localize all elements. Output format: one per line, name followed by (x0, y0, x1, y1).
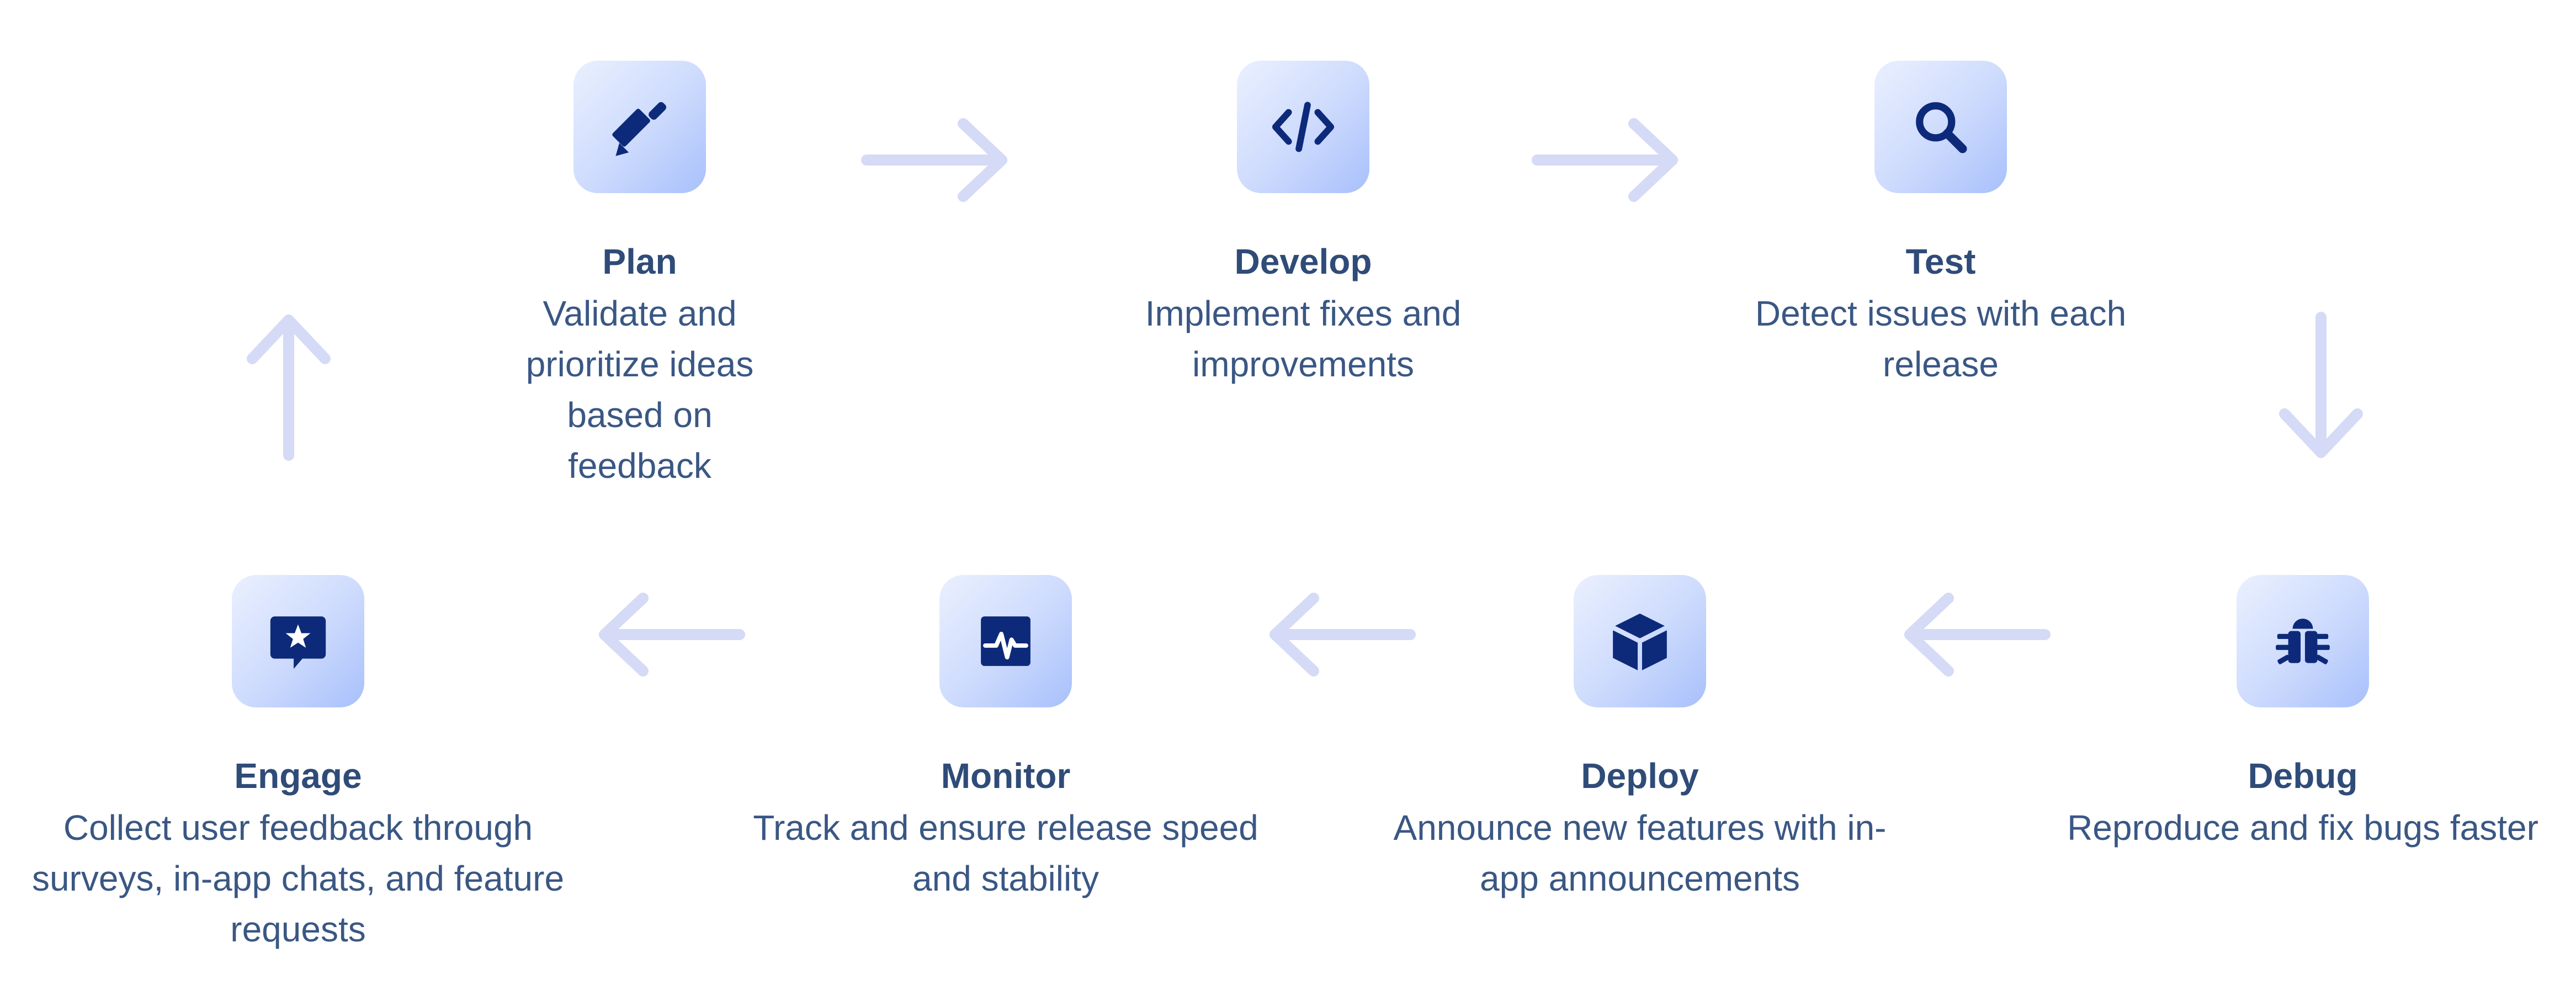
arrow-test-to-debug (2277, 312, 2365, 466)
step-title: Plan (602, 242, 677, 281)
step-title: Deploy (1581, 756, 1699, 796)
step-description: Collect user feedback through surveys, i… (31, 808, 565, 949)
step-description: Track and ensure release speed and stabi… (753, 808, 1258, 898)
develop-icon-tile (1237, 61, 1369, 193)
step-description: Reproduce and fix bugs faster (2067, 808, 2538, 848)
arrow-debug-to-deploy (1896, 590, 2051, 679)
arrow-left-icon (1904, 593, 2051, 677)
arrow-left-icon (599, 593, 745, 677)
arrow-up-icon (247, 315, 331, 461)
arrow-right-icon (861, 118, 1007, 202)
debug-icon-tile (2237, 575, 2369, 707)
arrow-develop-to-test (1532, 116, 1686, 204)
step-test: Test Detect issues with each release (1665, 61, 2217, 390)
monitor-icon-tile (939, 575, 1072, 707)
step-title: Test (1905, 242, 1976, 281)
engage-icon-tile (232, 575, 364, 707)
pulse-icon (981, 616, 1031, 666)
step-debug: Debug Reproduce and fix bugs faster (2030, 575, 2576, 853)
pencil-icon (612, 102, 667, 156)
deploy-icon-tile (1574, 575, 1706, 707)
step-deploy: Deploy Announce new features with in-app… (1364, 575, 1916, 904)
step-develop: Develop Implement fixes and improvements (1027, 61, 1579, 390)
step-monitor: Monitor Track and ensure release speed a… (730, 575, 1282, 904)
chat-star-icon (270, 616, 326, 669)
code-icon (1272, 102, 1335, 152)
arrow-down-icon (2279, 312, 2363, 458)
step-plan: Plan Validate and prioritize ideas based… (364, 61, 916, 491)
step-description: Validate and prioritize ideas based on f… (525, 294, 754, 486)
box-icon (1613, 613, 1667, 670)
arrow-deploy-to-monitor (1261, 590, 1416, 679)
step-description: Announce new features with in-app announ… (1393, 808, 1887, 898)
arrow-monitor-to-engage (591, 590, 745, 679)
step-title: Debug (2248, 756, 2358, 796)
step-engage: Engage Collect user feedback through sur… (22, 575, 574, 955)
step-title: Engage (234, 756, 362, 796)
magnifier-icon (1916, 102, 1967, 153)
arrow-right-icon (1532, 118, 1678, 202)
arrow-plan-to-develop (861, 116, 1016, 204)
step-title: Develop (1234, 242, 1372, 281)
step-description: Detect issues with each release (1755, 294, 2127, 384)
bug-icon (2276, 619, 2330, 664)
step-title: Monitor (941, 756, 1071, 796)
arrow-engage-to-plan (245, 306, 333, 461)
plan-icon-tile (573, 61, 706, 193)
arrow-left-icon (1270, 593, 1416, 677)
step-description: Implement fixes and improvements (1145, 294, 1462, 384)
test-icon-tile (1874, 61, 2007, 193)
